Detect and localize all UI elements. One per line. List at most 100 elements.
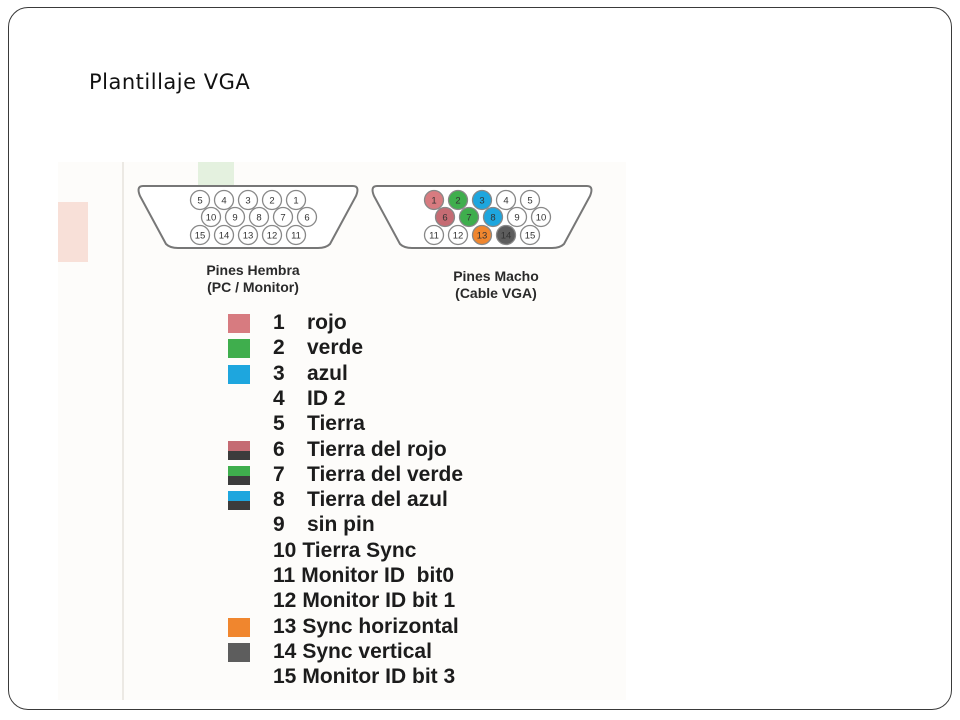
background-decoration [58, 202, 88, 262]
female-pin-7 [272, 206, 294, 228]
male-pin-6 [434, 206, 456, 228]
male-pin-1 [423, 189, 445, 211]
male-pin-3 [471, 189, 493, 211]
pin-name: ID 2 [307, 386, 346, 410]
male-pin-label-2: 2 [455, 196, 460, 207]
male-pin-label-9: 9 [514, 213, 519, 224]
male-pin-13 [471, 224, 493, 246]
female-pin-label-3: 3 [245, 196, 250, 207]
male-pin-4 [495, 189, 517, 211]
male-pin-label-14: 14 [501, 231, 512, 242]
female-pin-1 [285, 189, 307, 211]
female-pin-label-11: 11 [291, 231, 301, 242]
female-connector-label: Pines Hembra (PC / Monitor) [168, 262, 338, 296]
female-pin-5 [189, 189, 211, 211]
male-pin-12 [447, 224, 469, 246]
female-pin-2 [261, 189, 283, 211]
female-pin-label-10: 10 [206, 213, 217, 224]
female-pin-9 [224, 206, 246, 228]
female-pin-label-13: 13 [243, 231, 254, 242]
male-label-line1: Pines Macho [453, 268, 539, 284]
legend-text: 8 Tierra del azul [273, 488, 448, 512]
pin-name: rojo [307, 311, 347, 334]
pin-name: Sync vertical [302, 639, 432, 663]
pin-number: 1 [273, 311, 285, 334]
pin-number: 5 [273, 412, 285, 436]
female-pin-label-2: 2 [269, 196, 274, 207]
pin-number: 10 [273, 538, 297, 562]
male-pin-label-10: 10 [536, 213, 547, 224]
male-pin-label-12: 12 [453, 231, 464, 242]
female-pin-3 [237, 189, 259, 211]
pin-number: 8 [273, 488, 285, 512]
male-label-line2: (Cable VGA) [455, 285, 537, 301]
pin-name: Tierra [307, 412, 365, 436]
legend-text: 9 sin pin [273, 513, 375, 537]
female-pin-label-6: 6 [304, 213, 309, 224]
female-pin-6 [296, 206, 318, 228]
male-pin-8 [482, 206, 504, 228]
pin-name: Monitor ID bit0 [301, 564, 455, 587]
pin-name: verde [307, 336, 364, 360]
male-pin-7 [458, 206, 480, 228]
female-label-line1: Pines Hembra [206, 262, 300, 278]
male-pin-5 [519, 189, 541, 211]
male-pin-label-15: 15 [525, 231, 536, 242]
male-pin-label-3: 3 [479, 196, 484, 207]
slide-title: Plantillaje VGA [89, 70, 251, 94]
legend-text: 1 rojo [273, 311, 347, 335]
male-pin-label-5: 5 [527, 196, 532, 207]
male-pin-label-13: 13 [477, 231, 488, 242]
male-pin-label-11: 11 [429, 231, 439, 242]
male-connector-label: Pines Macho (Cable VGA) [411, 268, 581, 302]
male-pin-10 [530, 206, 552, 228]
male-pin-11 [423, 224, 445, 246]
pin-number: 4 [273, 386, 285, 410]
pin-color-swatch [228, 642, 250, 662]
female-pin-label-9: 9 [232, 213, 237, 224]
pin-color-swatch [228, 339, 250, 359]
male-pin-9 [506, 206, 528, 228]
legend-text: 3 azul [273, 362, 348, 386]
female-pin-8 [248, 206, 270, 228]
female-pin-label-15: 15 [195, 231, 206, 242]
female-pin-label-4: 4 [221, 196, 226, 207]
male-pin-label-4: 4 [503, 196, 508, 207]
female-pin-label-5: 5 [197, 196, 202, 207]
pin-name: Monitor ID bit 3 [302, 665, 456, 689]
pin-color-swatch [228, 491, 250, 511]
female-pin-label-14: 14 [219, 231, 230, 242]
male-pin-label-6: 6 [442, 213, 447, 224]
female-pin-4 [213, 189, 235, 211]
pin-number: 6 [273, 437, 285, 461]
pin-number: 9 [273, 513, 285, 537]
pin-color-swatch [228, 440, 250, 460]
pin-name: Monitor ID bit 1 [302, 589, 456, 613]
female-pin-12 [261, 224, 283, 246]
pin-name: Tierra del azul [307, 488, 448, 512]
female-pin-label-7: 7 [280, 213, 285, 224]
pin-number: 14 [273, 639, 297, 663]
pin-number: 12 [273, 589, 297, 613]
female-pin-13 [237, 224, 259, 246]
male-pin-label-8: 8 [490, 213, 495, 224]
legend-text: 4 ID 2 [273, 387, 346, 411]
male-pin-label-7: 7 [466, 213, 471, 224]
pin-name: sin pin [307, 513, 375, 537]
pin-name: Sync horizontal [302, 614, 459, 638]
male-pin-label-1: 1 [431, 196, 436, 207]
pin-color-swatch [228, 364, 250, 384]
pin-name: azul [307, 361, 348, 385]
pin-number: 7 [273, 462, 285, 486]
female-pin-14 [213, 224, 235, 246]
pin-number: 3 [273, 361, 285, 385]
